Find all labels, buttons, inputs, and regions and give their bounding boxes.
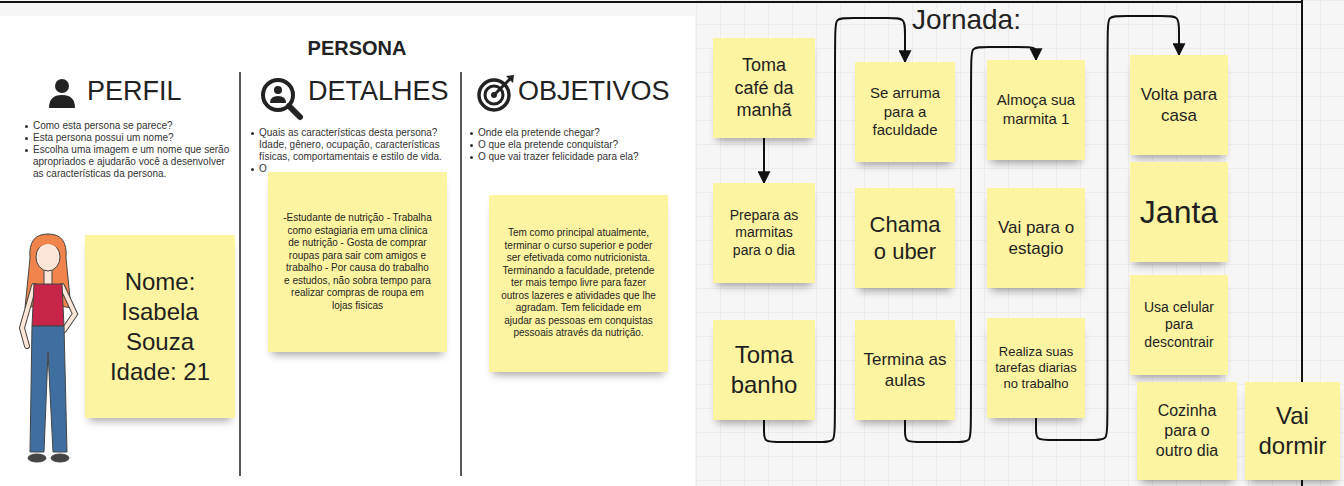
bullet-dot: [251, 168, 254, 171]
sticky-text: Realiza suas tarefas diarias no trabalho: [995, 344, 1077, 393]
column-divider: [239, 72, 241, 476]
bullet-dot: [25, 125, 28, 128]
sticky-text: Nome: Isabela Souza Idade: 21: [101, 267, 219, 387]
sticky-note: Cozinha para o outro dia: [1137, 382, 1237, 480]
column-divider: [460, 72, 462, 476]
bullet-list: Quais as características desta persona? …: [251, 127, 457, 175]
prompt-text: Onde ela pretende chegar?: [478, 127, 600, 139]
sticky-text: Toma banho: [721, 340, 807, 400]
flow-arrow: [763, 138, 765, 183]
prompt-text: O que ela pretende conquistar?: [478, 139, 618, 151]
sticky-text: Se arruma para a faculdade: [863, 84, 947, 140]
sticky-note: Vai para o estagio: [987, 188, 1085, 288]
bullet-dot: [25, 149, 28, 152]
prompt-text: Como esta persona se parece?: [33, 120, 173, 132]
sticky-text: Tem como principal atualmente, terminar …: [501, 227, 656, 340]
section-heading: OBJETIVOS: [518, 76, 670, 107]
sticky-text: Janta: [1136, 192, 1222, 232]
sticky-note: Usa celular para descontrair: [1130, 275, 1228, 375]
bullet-item: Onde ela pretende chegar?: [470, 127, 685, 139]
sticky-text: Prepara as marmitas para o dia: [721, 207, 807, 260]
sticky-text: -Estudante de nutrição - Trabalha como e…: [282, 212, 433, 312]
sticky-text: Toma café da manhã: [723, 54, 805, 122]
sticky-text: Usa celular para descontrair: [1138, 299, 1220, 352]
prompt-text: Esta persona possui um nome?: [33, 132, 174, 144]
prompt-text: O que vai trazer felicidade para ela?: [478, 151, 639, 163]
persona-panel: [0, 16, 695, 486]
bullet-item: O que vai trazer felicidade para ela?: [470, 151, 685, 163]
board-grid: [695, 0, 1344, 486]
sticky-note: Chama o uber: [855, 188, 955, 288]
bullet-dot: [470, 132, 473, 135]
sticky-text: Termina as aulas: [863, 349, 947, 392]
sticky-note: Prepara as marmitas para o dia: [713, 183, 815, 283]
sticky-text: Chama o uber: [863, 211, 947, 266]
sticky-note: Toma banho: [713, 320, 815, 420]
magnifier-icon: [263, 80, 300, 117]
bullet-dot: [251, 132, 254, 135]
sticky-note: Nome: Isabela Souza Idade: 21: [85, 235, 235, 418]
bullet-item: Como esta persona se parece?: [25, 120, 237, 132]
section-heading: PERFIL: [87, 76, 182, 107]
sticky-text: Cozinha para o outro dia: [1145, 401, 1229, 461]
bullet-item: Escolha uma imagem e um nome que serão a…: [25, 144, 237, 180]
prompt-text: O: [259, 163, 267, 175]
target-icon: [479, 75, 514, 110]
sticky-text: Vai para o estagio: [995, 217, 1077, 260]
sticky-note: Toma café da manhã: [713, 38, 815, 138]
panel-title: PERSONA: [257, 37, 457, 60]
bullet-item: O que ela pretende conquistar?: [470, 139, 685, 151]
bullet-dot: [470, 144, 473, 147]
sticky-note: Vai dormir: [1245, 382, 1340, 480]
journey-heading: Jornada:: [912, 4, 1021, 36]
sticky-text: Volta para casa: [1138, 84, 1220, 127]
bullet-item: Quais as características desta persona? …: [251, 127, 457, 163]
prompt-text: Quais as características desta persona? …: [259, 127, 457, 163]
sticky-note: Volta para casa: [1130, 55, 1228, 155]
section-heading: DETALHES: [308, 76, 449, 107]
persona-figure: [22, 234, 75, 462]
sticky-note: Se arruma para a faculdade: [855, 62, 955, 162]
bullet-item: Esta persona possui um nome?: [25, 132, 237, 144]
bullet-list: Onde ela pretende chegar?O que ela prete…: [470, 127, 685, 163]
sticky-note: -Estudante de nutrição - Trabalha como e…: [268, 172, 447, 352]
prompt-text: Escolha uma imagem e um nome que serão a…: [33, 144, 237, 180]
sticky-note: Tem como principal atualmente, terminar …: [489, 195, 668, 372]
sticky-note: Almoça sua marmita 1: [987, 60, 1085, 160]
bullet-dot: [25, 137, 28, 140]
sticky-text: Vai dormir: [1253, 401, 1332, 461]
sticky-text: Almoça sua marmita 1: [995, 91, 1077, 129]
bullet-dot: [470, 156, 473, 159]
frame-line: [0, 1, 1303, 3]
profile-icon: [49, 79, 75, 108]
bullet-list: Como esta persona se parece?Esta persona…: [25, 120, 237, 180]
sticky-note: Termina as aulas: [855, 320, 955, 420]
sticky-note: Janta: [1130, 162, 1228, 262]
sticky-note: Realiza suas tarefas diarias no trabalho: [987, 318, 1085, 418]
